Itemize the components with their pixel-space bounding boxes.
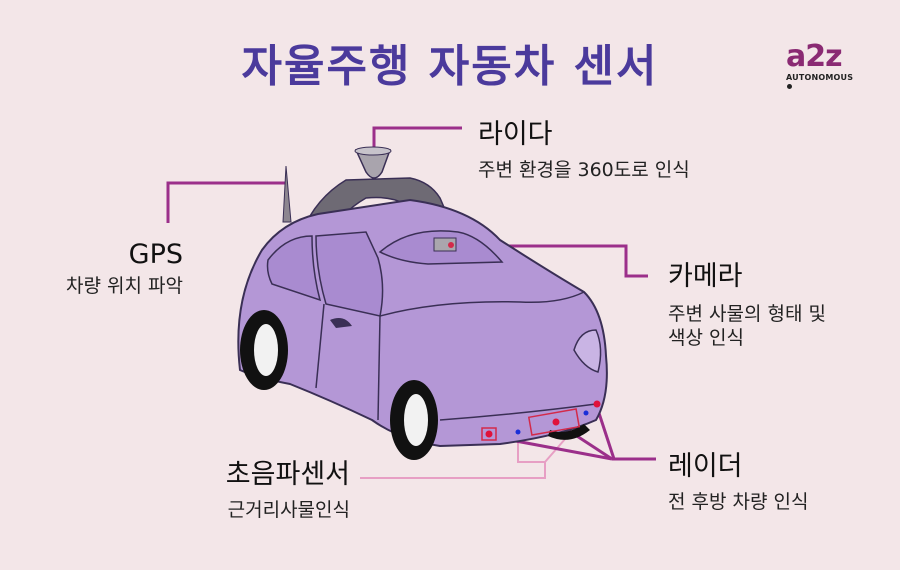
rear-wheel-rim <box>254 324 278 376</box>
ultrasonic-dot-1 <box>515 429 521 435</box>
logo-dot-icon <box>787 84 792 89</box>
ultrasonic-desc: 근거리사물인식 <box>227 499 350 521</box>
ultrasonic-label: 초음파센서 근거리사물인식 <box>150 458 350 522</box>
gps-callout-line <box>166 181 286 223</box>
lidar-desc: 주변 환경을 360도로 인식 <box>478 159 690 181</box>
headlight <box>573 329 602 373</box>
radar-left-dot <box>485 430 493 438</box>
a2z-logo: a2z AUTONOMOUS <box>786 42 856 91</box>
page-title: 자율주행 자동차 센서 <box>241 41 659 92</box>
lidar-label: 라이다 주변 환경을 360도로 인식 <box>478 118 690 182</box>
lidar-name: 라이다 <box>478 119 553 150</box>
hood-line <box>379 291 585 317</box>
lidar-callout-line <box>372 126 462 148</box>
camera-desc-line1: 주변 사물의 형태 및 <box>668 303 826 325</box>
camera-desc-line2: 색상 인식 <box>668 327 744 349</box>
ultrasonic-dot-2 <box>583 410 589 416</box>
camera-lens <box>448 242 454 248</box>
front-wheel-2 <box>548 424 590 440</box>
side-mirror <box>330 318 352 328</box>
radar-name: 레이더 <box>668 451 743 482</box>
gps-antenna <box>282 165 292 223</box>
gps-desc: 차량 위치 파악 <box>66 275 183 297</box>
lidar-unit <box>354 149 392 179</box>
radar-left <box>481 427 497 441</box>
bumper-line <box>439 403 597 421</box>
gps-label: GPS 차량 위치 파악 <box>0 238 183 298</box>
door-line <box>315 303 325 389</box>
door-line-2 <box>377 315 381 421</box>
radar-label: 레이더 전 후방 차량 인식 <box>668 450 808 514</box>
logo-subtitle: AUTONOMOUS <box>786 73 856 91</box>
radar-desc: 전 후방 차량 인식 <box>668 491 809 513</box>
camera-label: 카메라 주변 사물의 형태 및 색상 인식 <box>668 260 826 350</box>
side-window-rear <box>266 235 322 302</box>
lidar-top <box>354 146 392 156</box>
radar-center-dot <box>552 418 560 426</box>
camera-name: 카메라 <box>668 261 743 292</box>
logo-mark: a2z <box>786 39 843 74</box>
front-wheel-rim <box>404 394 428 446</box>
ultrasonic-name: 초음파센서 <box>225 459 350 490</box>
side-window-front <box>315 231 384 317</box>
radar-right-dot <box>593 400 601 408</box>
camera-callout-line <box>451 244 648 278</box>
radar-center <box>527 408 581 436</box>
gps-name: GPS <box>128 239 183 270</box>
